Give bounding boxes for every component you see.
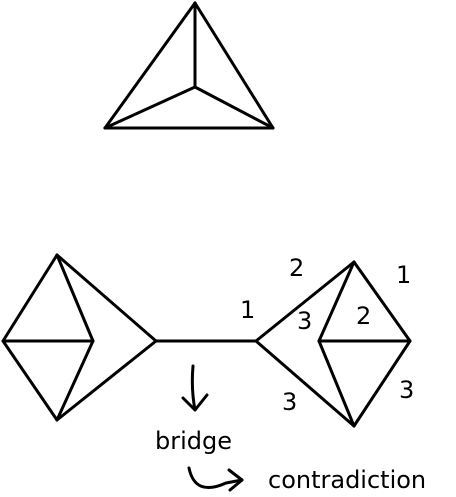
edge-label-right-bottom-right: 3 [399,376,414,404]
left-edge-top-inner [55,253,95,343]
edge-label-right-middle: 2 [356,302,371,330]
k4-graph [103,1,275,130]
edge-labels: 1 2 3 3 1 2 3 [240,254,414,416]
down-arrow-icon [181,364,209,412]
k4-edge-center-left [103,85,197,130]
contradiction-label: contradiction [268,466,426,494]
bridge-label: bridge [155,427,232,455]
left-edge-top-left [1,253,59,343]
edge-label-right-inner-left: 3 [297,307,312,335]
k4-edge-left [103,1,197,130]
curved-arrow-icon [187,466,244,492]
right-edge-inner-bottom [317,339,356,428]
left-edge-bottom-apex [55,339,158,422]
edge-label-bridge: 1 [240,296,255,324]
right-edge-right-bottom [352,339,412,428]
right-edge-apex-top [254,260,356,343]
right-edge-apex-bottom [254,339,356,428]
right-edge-top-right [352,260,412,343]
edge-label-right-upper-outer: 2 [289,254,304,282]
k4-edge-right [193,1,275,130]
left-edge-inner-bottom [55,339,95,422]
k4-edge-center-right [193,85,275,130]
left-edge-left-bottom [1,339,59,422]
left-edge-top-apex [55,253,158,343]
right-edge-top-inner [317,260,356,343]
edge-label-right-top-right: 1 [396,261,411,289]
edge-label-right-lower-outer: 3 [282,388,297,416]
right-component-graph [254,260,412,428]
left-component-graph [1,253,158,422]
